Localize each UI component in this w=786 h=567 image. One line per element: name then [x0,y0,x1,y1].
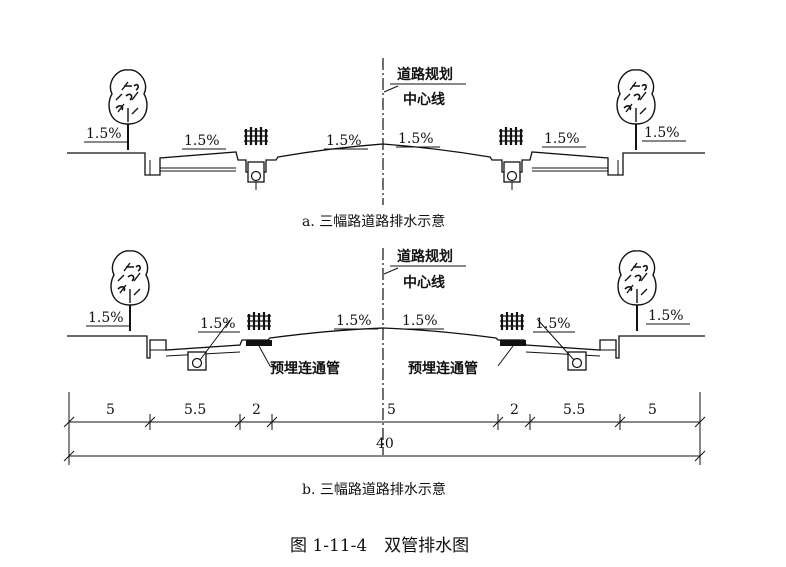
dimension-label: 5.5 [563,402,585,418]
dimension-lines [63,392,706,465]
shrub-icon [497,125,525,147]
shrub-icon [242,125,270,147]
dimension-label: 5 [106,402,115,418]
slope-label: 1.5% [398,131,434,147]
slope-label: 1.5% [402,313,438,329]
pipe-label: 预埋连通管 [408,360,478,377]
shrub-icon [245,310,273,332]
centerline-label-1: 道路规划 [397,66,453,83]
total-width-label: 40 [376,436,394,452]
drain-pipe-icon [247,161,265,190]
figure-title: 图 1-11-4 双管排水图 [290,536,469,556]
slope-label: 1.5% [644,125,680,141]
caption-a: a. 三幅路道路排水示意 [302,213,445,230]
centerline-label-1: 道路规划 [397,248,453,265]
pipe-label: 预埋连通管 [270,360,340,377]
diagram-a: 1.5% 1.5% 1.5% 1.5% 1.5% 1.5% 道路规划 中心线 a… [67,58,705,230]
diagram-b: 1.5% 1.5% 1.5% 1.5% 1.5% 1.5% 道路规划 中心线 预… [63,248,706,498]
slope-label: 1.5% [336,313,372,329]
drain-pipe-icon [187,351,207,371]
slope-label: 1.5% [86,126,122,142]
centerline-label-2: 中心线 [403,274,445,291]
slope-label: 1.5% [184,133,220,149]
dimension-label: 2 [252,402,261,418]
centerline-label-2: 中心线 [403,91,445,108]
drain-pipe-icon [567,351,587,371]
dimension-label: 2 [510,402,519,418]
road-profile-b [67,327,705,359]
slope-label: 1.5% [648,308,684,324]
drain-pipe-icon [503,161,521,190]
dimension-label: 5 [648,402,657,418]
slope-label: 1.5% [326,133,362,149]
slope-label: 1.5% [535,316,571,332]
slope-label: 1.5% [200,316,236,332]
slope-label: 1.5% [88,310,124,326]
road-profile-a [67,143,705,176]
dimension-label: 5 [387,402,396,418]
caption-b: b. 三幅路道路排水示意 [302,481,446,498]
dimension-label: 5.5 [184,402,206,418]
shrub-icon [498,310,526,332]
slope-label: 1.5% [544,131,580,147]
